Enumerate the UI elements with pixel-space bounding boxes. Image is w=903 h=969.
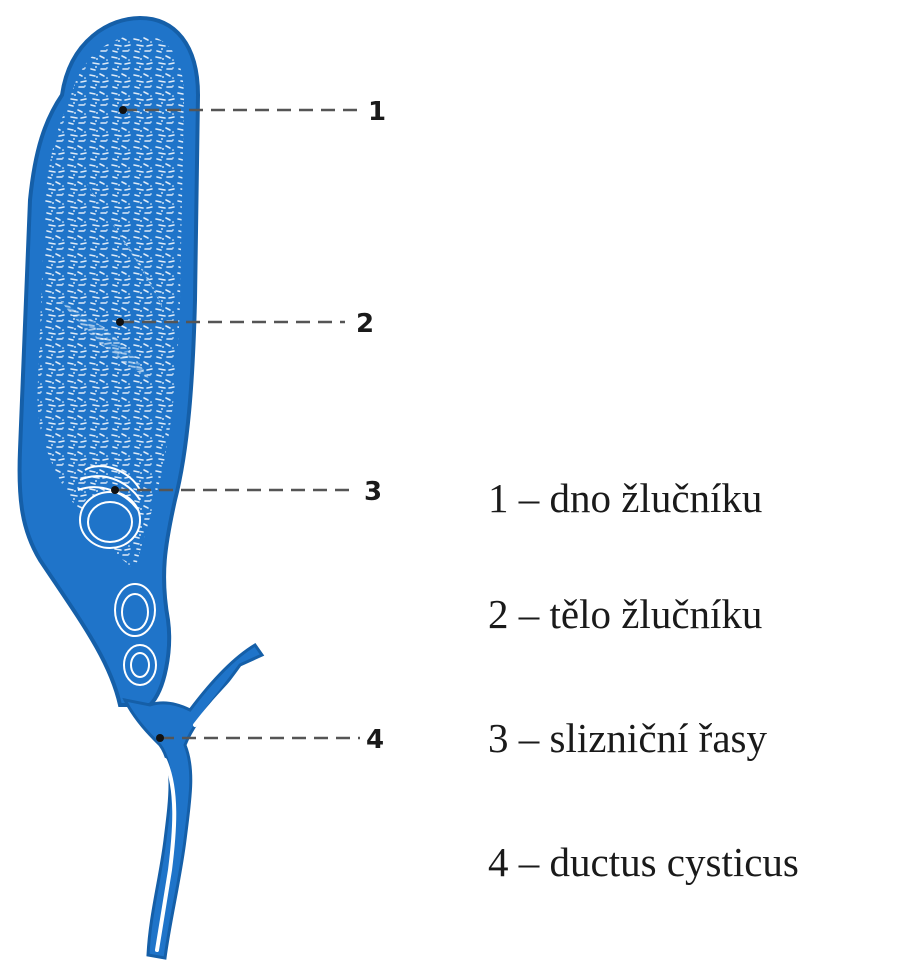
legend-item-2: 2 – tělo žlučníku [488, 594, 762, 635]
callout-dot-2 [116, 318, 124, 326]
callout-dot-3 [111, 486, 119, 494]
legend-dash: – [519, 715, 540, 761]
legend-text: ductus cysticus [550, 839, 799, 885]
legend-text: tělo žlučníku [550, 591, 763, 637]
legend-item-3: 3 – slizniční řasy [488, 718, 767, 759]
legend-item-1: 1 – dno žlučníku [488, 478, 762, 519]
legend-number: 3 [488, 715, 509, 761]
callout-number-2: 2 [356, 309, 374, 339]
callout-number-1: 1 [368, 97, 386, 127]
callout-dot-4 [156, 734, 164, 742]
legend-text: dno žlučníku [550, 475, 763, 521]
legend-dash: – [519, 839, 540, 885]
callout-number-4: 4 [366, 725, 384, 755]
legend-dash: – [519, 591, 540, 637]
callout-number-3: 3 [364, 477, 382, 507]
callout-dot-1 [119, 106, 127, 114]
legend-number: 1 [488, 475, 509, 521]
legend-text: slizniční řasy [550, 715, 767, 761]
legend-number: 2 [488, 591, 509, 637]
legend-item-4: 4 – ductus cysticus [488, 842, 799, 883]
legend-dash: – [519, 475, 540, 521]
legend-number: 4 [488, 839, 509, 885]
